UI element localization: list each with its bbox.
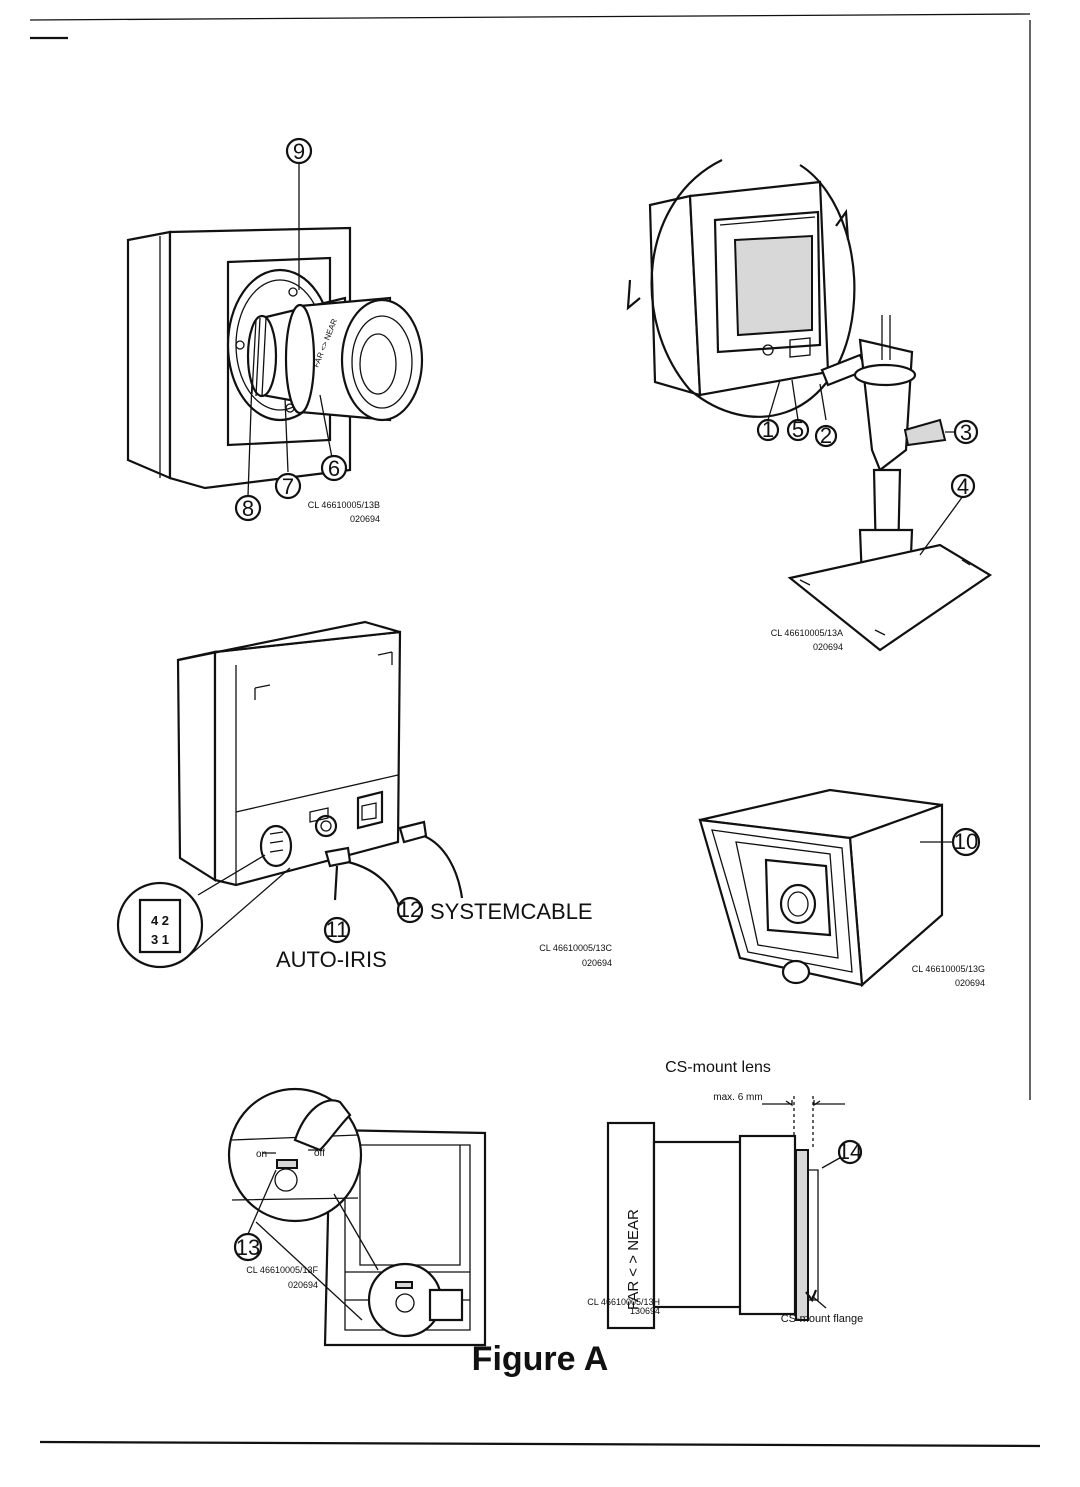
max-dimension-label: max. 6 mm xyxy=(713,1092,762,1103)
far-near-lens-label: FAR < > NEAR xyxy=(625,1209,642,1310)
ref-13b: CL 46610005/13B xyxy=(308,500,380,510)
callout-11: 11 xyxy=(323,916,351,944)
svg-text:2: 2 xyxy=(820,423,832,448)
scan-border xyxy=(29,13,1041,1448)
pin-label-top: 4 2 xyxy=(151,913,169,928)
svg-text:10: 10 xyxy=(954,829,978,854)
ref-13h: CL 46610005/13H xyxy=(587,1297,660,1307)
callout-3: 3 xyxy=(953,419,979,445)
svg-text:3: 3 xyxy=(960,420,972,445)
svg-text:5: 5 xyxy=(792,417,804,442)
callout-4: 4 xyxy=(950,473,976,499)
callout-12: 12 xyxy=(396,896,424,924)
ref-13a-date: 020694 xyxy=(813,642,843,652)
camera-rear-view: 4 2 3 1 11 12 SYSTEMCABLE AUTO-IRIS CL 4… xyxy=(116,620,612,972)
callout-13: 13 xyxy=(233,1232,263,1262)
svg-text:7: 7 xyxy=(282,474,294,499)
switch-off-label: off xyxy=(314,1148,325,1159)
svg-text:9: 9 xyxy=(293,139,305,164)
cs-mount-lens-view: CS-mount lens max. 6 mm FAR < > NEAR 14 … xyxy=(587,1059,864,1330)
callout-6: 6 xyxy=(320,454,348,482)
ref-13f-date: 020694 xyxy=(288,1280,318,1290)
ref-13g-date: 020694 xyxy=(955,978,985,988)
ref-13h-date: 130694 xyxy=(630,1306,660,1316)
svg-text:12: 12 xyxy=(398,897,422,922)
pin-label-bottom: 3 1 xyxy=(151,932,169,947)
svg-text:13: 13 xyxy=(236,1235,260,1260)
svg-text:4: 4 xyxy=(957,474,969,499)
camera-bracket-view: 1 5 2 3 4 CL 46610005/13A 020694 xyxy=(626,159,993,652)
ref-13b-date: 020694 xyxy=(350,514,380,524)
figure-title: Figure A xyxy=(471,1340,609,1378)
svg-text:8: 8 xyxy=(242,496,254,521)
callout-1: 1 xyxy=(756,417,780,442)
callout-14: 14 xyxy=(838,1139,862,1165)
cs-mount-title: CS-mount lens xyxy=(665,1059,771,1076)
svg-text:11: 11 xyxy=(326,917,349,942)
ref-13f: CL 46610005/13F xyxy=(246,1265,318,1275)
switch-detail-view: on off 13 CL 46610005/13F 020694 xyxy=(227,1087,487,1347)
ref-13c-date: 020694 xyxy=(582,958,612,968)
ref-13a: CL 46610005/13A xyxy=(771,628,843,638)
switch-on-label: on xyxy=(256,1149,267,1160)
ref-13c: CL 46610005/13C xyxy=(539,943,612,953)
callout-8: 8 xyxy=(234,494,262,522)
camera-housing-view: 10 CL 46610005/13G 020694 xyxy=(698,788,985,988)
callout-2: 2 xyxy=(814,423,838,448)
svg-text:6: 6 xyxy=(328,456,340,481)
svg-text:14: 14 xyxy=(838,1139,862,1164)
auto-iris-label: AUTO-IRIS xyxy=(276,947,387,972)
camera-lens-view: FAR <> NEAR 9 6 7 8 CL 46610005/13B 0206… xyxy=(126,137,424,524)
callout-7: 7 xyxy=(274,472,302,500)
cs-flange-label: CS-mount flange xyxy=(781,1313,864,1325)
callout-9: 9 xyxy=(285,137,313,165)
system-cable-label: SYSTEMCABLE xyxy=(430,899,593,924)
svg-text:1: 1 xyxy=(762,417,774,442)
callout-10: 10 xyxy=(951,827,981,857)
callout-5: 5 xyxy=(786,417,810,442)
ref-13g: CL 46610005/13G xyxy=(912,964,985,974)
